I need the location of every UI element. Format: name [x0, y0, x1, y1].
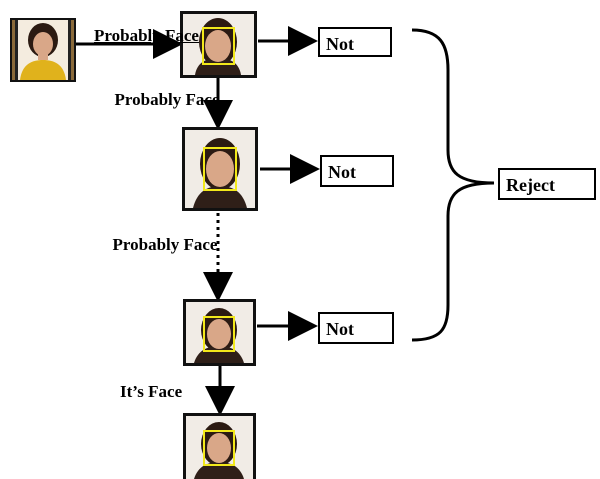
not-box-3: Not [318, 312, 394, 344]
input-photo [10, 18, 76, 82]
detected-face-icon [186, 416, 253, 479]
probably-face-label-3: Probably Face [112, 235, 218, 254]
not-box-2: Not [320, 155, 394, 187]
woman-portrait-icon [12, 20, 74, 80]
stage2-photo [182, 127, 258, 211]
detected-face-icon [185, 130, 255, 208]
stage3-photo [183, 299, 256, 366]
probably-face-label-2: Probably Face [114, 90, 220, 109]
detected-face-icon [186, 302, 253, 363]
not-box-1: Not [318, 27, 392, 57]
reject-brace [411, 28, 495, 342]
reject-box: Reject [498, 168, 596, 200]
its-face-label: It’s Face [120, 382, 183, 401]
probably-face-label-1: Probably Face [94, 26, 199, 45]
final-photo [183, 413, 256, 479]
stage1-photo [180, 11, 257, 78]
detected-face-icon [183, 14, 254, 75]
